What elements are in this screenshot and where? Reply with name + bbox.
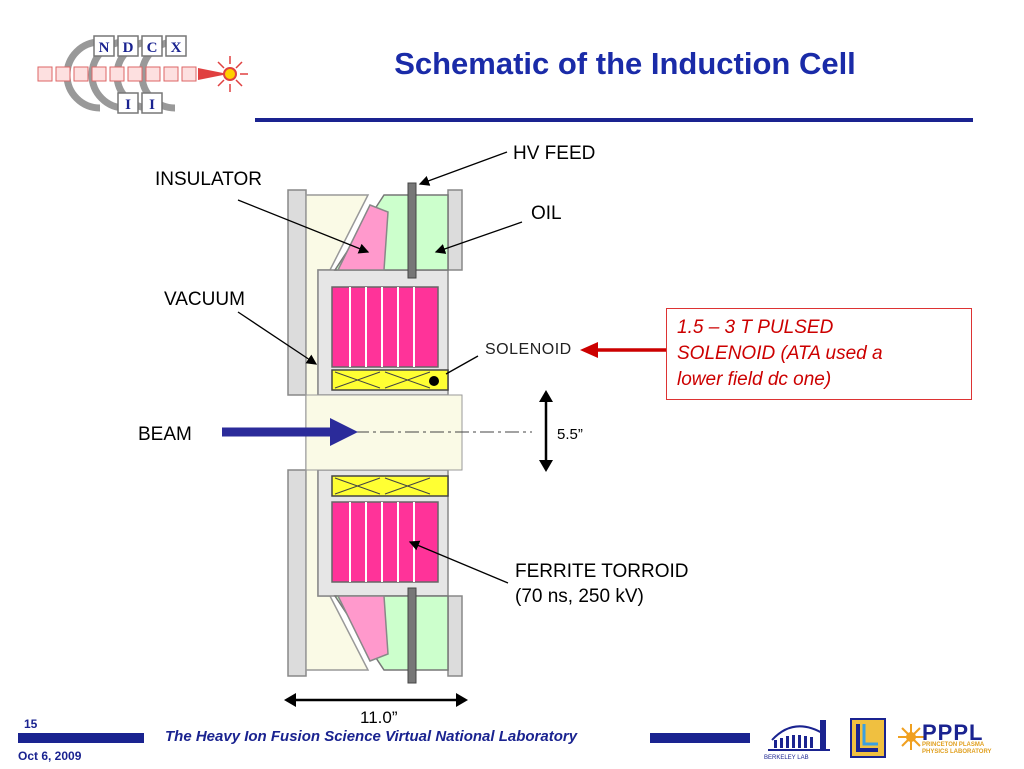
label-vacuum: VACUUM — [164, 289, 245, 310]
label-gap-dimension: 5.5” — [557, 426, 583, 443]
hv-feed-rod-bottom — [407, 587, 417, 684]
gap-dimension-arrow-bottom — [539, 460, 553, 472]
page-title: Schematic of the Induction Cell — [394, 46, 856, 81]
logo-letter-c: C — [147, 40, 158, 56]
berkeley-lab-logo-graphic — [768, 720, 830, 751]
llnl-logo — [850, 718, 886, 758]
solenoid-coil-dot — [429, 376, 439, 386]
insulator-top — [336, 204, 389, 271]
footer-lab-name: The Heavy Ion Fusion Science Virtual Nat… — [165, 728, 578, 745]
label-beam: BEAM — [138, 424, 192, 445]
logo-letter-n: N — [99, 40, 110, 56]
label-solenoid: SOLENOID — [485, 341, 572, 358]
pppl-star-icon — [898, 722, 924, 752]
ndcx-logo-graphic: N D C X I I — [37, 35, 248, 114]
label-hv-feed: HV FEED — [513, 143, 596, 164]
hv-feed-rod-top — [407, 182, 417, 279]
pppl-star-graphic — [898, 724, 924, 750]
oil-leader — [434, 221, 523, 254]
pppl-logo-text: PPPL — [922, 720, 984, 745]
berkeley-lab-text: BERKELEY LAB — [764, 755, 809, 761]
page-number: 15 — [24, 717, 38, 731]
insulator-leader — [237, 199, 370, 254]
insulator-bottom — [336, 595, 389, 662]
logo-letter-i2: I — [149, 97, 155, 113]
solenoid-callout-box: 1.5 – 3 T PULSED SOLENOID (ATA used a lo… — [666, 308, 972, 400]
callout-line1: 1.5 – 3 T PULSED — [677, 317, 834, 338]
pppl-logo-subtitle: PRINCETON PLASMA PHYSICS LABORATORY — [922, 742, 992, 755]
llnl-logo-graphic — [850, 718, 886, 758]
solenoid-leader — [445, 355, 479, 375]
callout-line2: SOLENOID (ATA used a — [677, 343, 883, 364]
title-rule — [255, 118, 973, 122]
solenoid-top — [331, 369, 449, 391]
logo-letter-i1: I — [125, 97, 131, 113]
callout-line3: lower field dc one) — [677, 369, 832, 390]
label-ferrite-line2: (70 ns, 250 kV) — [515, 586, 644, 607]
label-oil: OIL — [531, 203, 562, 224]
beam-arrow-head — [330, 418, 358, 446]
footer-bar-right — [650, 733, 750, 743]
ferrite-leader — [408, 540, 509, 584]
width-dimension-arrow-right — [456, 693, 468, 707]
vacuum-leader — [237, 311, 318, 365]
ferrite-torroid-bottom — [331, 501, 439, 583]
gap-dimension-arrow-top — [539, 390, 553, 402]
ferrite-torroid-top — [331, 286, 439, 368]
ferrite-bottom-lamination — [349, 502, 415, 582]
label-insulator: INSULATOR — [155, 169, 262, 190]
width-dimension-arrow-left — [284, 693, 296, 707]
solenoid-top-cross — [334, 371, 431, 389]
footer-date: Oct 6, 2009 — [18, 749, 82, 763]
ndcx-logo: N D C X I I — [30, 30, 260, 120]
logo-letter-d: D — [123, 40, 134, 56]
logo-letter-x: X — [171, 40, 182, 56]
solenoid-bottom — [331, 475, 449, 497]
hv-feed-leader — [418, 151, 508, 186]
ferrite-top-lamination — [349, 287, 415, 367]
footer-bar-left — [18, 733, 144, 743]
label-ferrite-line1: FERRITE TORROID — [515, 561, 689, 582]
callout-arrow-head — [580, 342, 598, 358]
berkeley-lab-logo — [764, 714, 834, 764]
solenoid-bottom-cross — [334, 477, 431, 495]
label-width-dimension: 11.0” — [360, 708, 398, 727]
